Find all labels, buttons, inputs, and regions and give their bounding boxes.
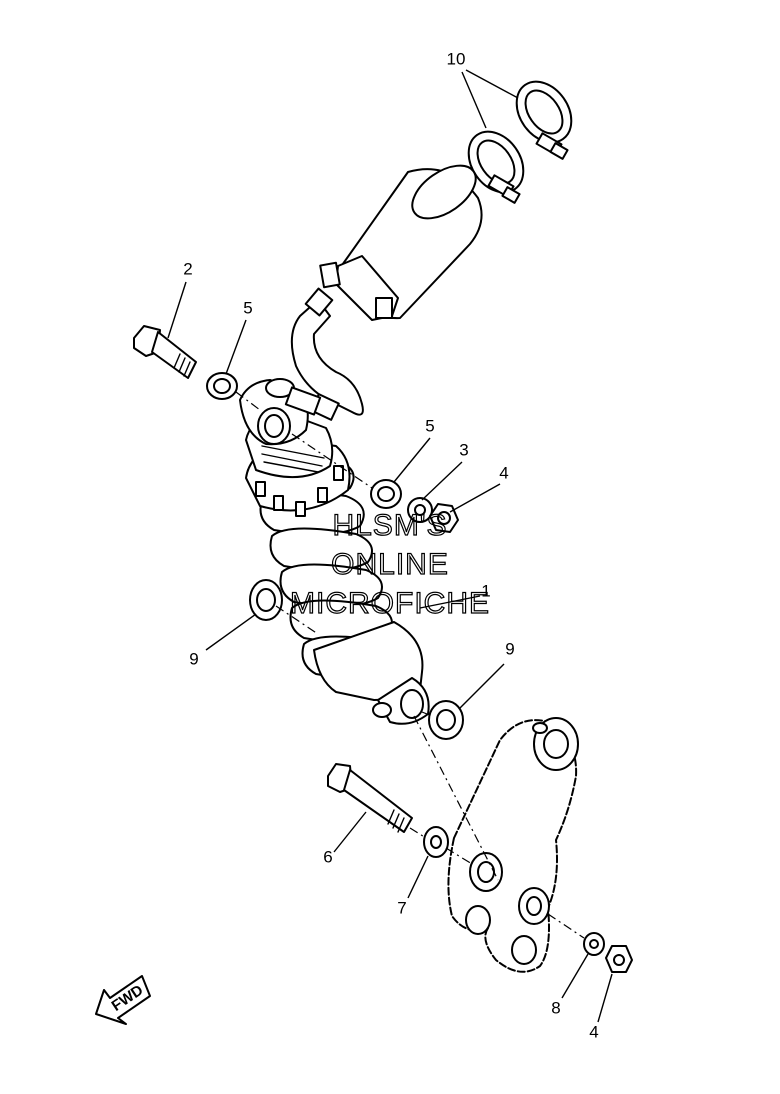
shock-reservoir[interactable]: [319, 155, 485, 321]
callout-9-left: 9: [189, 649, 198, 668]
washer-lower-left[interactable]: [423, 826, 449, 858]
collar-lower-left[interactable]: [249, 579, 283, 621]
watermark-line-1: HLSM'S: [332, 509, 447, 542]
watermark-line-2: ONLINE: [331, 548, 449, 581]
watermark: HLSM'S ONLINE MICROFICHE: [289, 508, 490, 620]
callout-7: 7: [397, 898, 406, 917]
callout-labels: 10 2 5 5 3 4 1 9 9 6 7 8 4: [183, 49, 598, 1041]
callout-4-upper: 4: [499, 463, 508, 482]
watermark-line-3: MICROFICHE: [290, 587, 490, 620]
hose-clamp-lower[interactable]: [457, 121, 534, 204]
callout-3: 3: [459, 440, 468, 459]
assembly-centerlines: [235, 391, 585, 939]
callout-10: 10: [447, 49, 466, 68]
washer-lower-right[interactable]: [583, 932, 605, 956]
rear-shock-absorber[interactable]: [239, 378, 430, 725]
callout-1: 1: [481, 581, 490, 600]
forward-direction-arrow: FWD: [95, 975, 151, 1025]
callout-2: 2: [183, 259, 192, 278]
collar-lower-right[interactable]: [428, 700, 464, 740]
callout-6: 6: [323, 847, 332, 866]
callout-5-right: 5: [425, 416, 434, 435]
upper-mount-bolt[interactable]: [133, 325, 197, 379]
nut-lower[interactable]: [605, 945, 633, 973]
callout-5-upper: 5: [243, 298, 252, 317]
callout-8: 8: [551, 998, 560, 1017]
collar-upper-right[interactable]: [370, 479, 402, 509]
callout-4-lower: 4: [589, 1022, 598, 1041]
lower-mount-bolt[interactable]: [327, 763, 413, 833]
leader-lines: [167, 69, 613, 1023]
washer-upper[interactable]: [407, 497, 433, 523]
relay-arm[interactable]: [447, 717, 579, 973]
callout-9-right: 9: [505, 639, 514, 658]
collar-upper-left[interactable]: [206, 372, 238, 400]
hose-clamp-upper[interactable]: [505, 71, 582, 160]
